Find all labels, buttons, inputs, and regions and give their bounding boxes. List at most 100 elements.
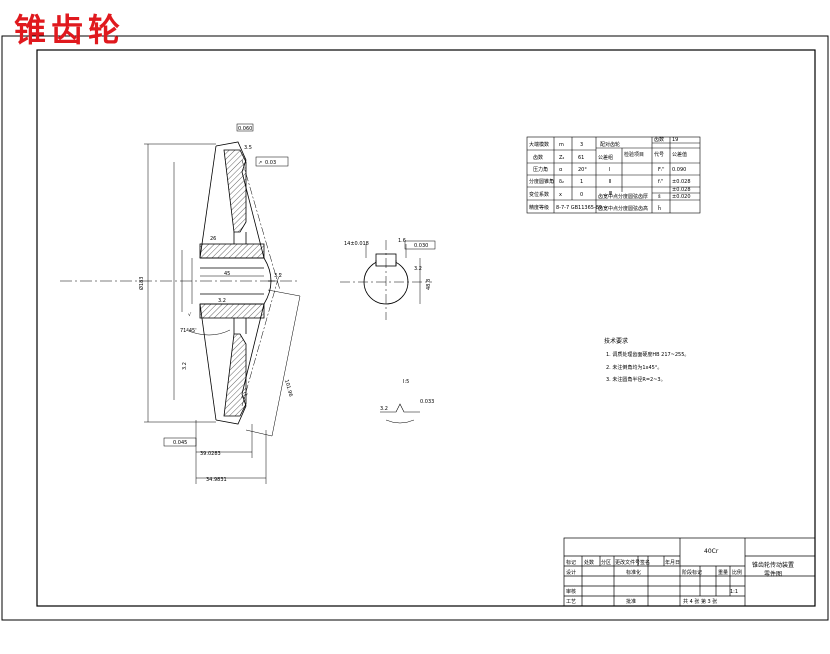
- svg-text:公差值: 公差值: [672, 151, 687, 158]
- svg-text:m: m: [559, 142, 564, 148]
- runout-right-label: 0.03: [265, 160, 276, 166]
- bottom-dim-2: 34.9831: [206, 477, 227, 483]
- svg-text:年月日: 年月日: [665, 559, 680, 566]
- outer-diameter-label: Ø183: [138, 277, 145, 290]
- dimensions-left: [144, 143, 301, 484]
- svg-text:代号: 代号: [654, 151, 664, 158]
- svg-text:标记: 标记: [566, 559, 576, 566]
- svg-text:I:5: I:5: [403, 379, 409, 385]
- svg-text:Ⅱ: Ⅱ: [609, 179, 611, 185]
- inner-frame: [36, 49, 816, 607]
- svg-text:Fᵢ'': Fᵢ'': [658, 167, 665, 173]
- side-left-label: 3.2: [218, 298, 226, 304]
- parameter-table: [526, 136, 701, 214]
- param-name-5: 变位系数: [529, 191, 549, 198]
- svg-text:配对齿轮: 配对齿轮: [600, 141, 620, 148]
- svg-text:±0.028: ±0.028: [672, 179, 691, 185]
- svg-text:x: x: [559, 192, 562, 198]
- svg-text:↗: ↗: [258, 160, 262, 166]
- bottom-dim-1: 39.0283: [200, 451, 221, 457]
- svg-text:3: 3: [580, 142, 583, 148]
- company-name: 锥齿轮传动装置: [752, 561, 794, 569]
- svg-text:处数: 处数: [584, 559, 594, 566]
- svg-text:±0.020: ±0.020: [672, 194, 691, 200]
- gear-section: [60, 141, 300, 425]
- svg-text:h̄: h̄: [658, 205, 661, 212]
- svg-text:19: 19: [672, 137, 678, 143]
- svg-text:±0.028: ±0.028: [672, 187, 691, 193]
- key-width-label: 14±0.018: [344, 241, 369, 247]
- note-3: 3. 未注圆角半径R=2~3。: [606, 376, 666, 383]
- svg-text:α: α: [559, 167, 563, 173]
- key-t-label: 1.6: [398, 238, 406, 244]
- angle-label: 71°45': [180, 328, 197, 334]
- svg-text:Ⅲ: Ⅲ: [609, 191, 612, 197]
- svg-text:设计: 设计: [566, 569, 576, 576]
- slant-label: 101.96: [283, 379, 293, 397]
- svg-text:fᵢ'': fᵢ'': [658, 179, 663, 185]
- gear-annotations: 0.060 3.5 0.03 ↗ 26 45 3.2 3.2 71°45' Ø1…: [138, 123, 293, 483]
- svg-text:s̄: s̄: [658, 194, 661, 200]
- runout-bottom-label: 0.045: [173, 440, 187, 446]
- svg-text:分区: 分区: [601, 559, 611, 566]
- drawing-type: 零件图: [764, 570, 782, 578]
- svg-text:工艺: 工艺: [566, 599, 576, 605]
- param-name-1: 大端模数: [529, 141, 549, 148]
- gear-bottom-outline: [215, 303, 265, 425]
- svg-text:3.2: 3.2: [241, 391, 250, 401]
- gear-top-outline: [215, 141, 265, 259]
- svg-text:齿宽中点分度圆弦齿高: 齿宽中点分度圆弦齿高: [598, 205, 648, 212]
- parameter-table-text: 大端模数 m 3 齿数 Z₂ 61 压力角 α 20° 分度圆锥角 δ₂ 1 变…: [529, 136, 691, 212]
- param-name-4: 分度圆锥角: [529, 178, 554, 185]
- note-2: 2. 未注倒角均为1x45°。: [606, 364, 662, 371]
- svg-text:齿宽中点分度圆弦齿厚: 齿宽中点分度圆弦齿厚: [598, 193, 648, 200]
- svg-text:Ⅰ: Ⅰ: [609, 167, 610, 173]
- svg-text:公差组: 公差组: [598, 154, 613, 161]
- sheet-count: 共 4 张 第 3 张: [683, 598, 717, 605]
- svg-text:齿数: 齿数: [654, 136, 664, 143]
- key-ra-label: 3.2: [414, 266, 422, 272]
- svg-text:8-7-7 GB11365-89: 8-7-7 GB11365-89: [556, 205, 602, 211]
- param-name-2: 齿数: [533, 154, 543, 161]
- svg-text:20°: 20°: [578, 167, 587, 173]
- svg-text:√: √: [188, 312, 192, 318]
- svg-text:1: 1: [580, 179, 583, 185]
- detail-c: 0.033: [420, 399, 434, 405]
- detail-view: I:5 3.2 0.033: [380, 379, 434, 424]
- keyway-view: [340, 240, 432, 320]
- drawing-title: 锥齿轮: [14, 11, 126, 49]
- hub-top: [199, 243, 265, 259]
- svg-text:61: 61: [578, 155, 584, 161]
- svg-text:阶段标记: 阶段标记: [682, 569, 702, 576]
- svg-text:检验项目: 检验项目: [624, 151, 644, 158]
- keyway-label: 3.2: [274, 273, 282, 279]
- runout-top-label: 0.060: [238, 126, 252, 132]
- svg-text:标准化: 标准化: [626, 569, 641, 576]
- param-name-3: 压力角: [533, 166, 548, 173]
- svg-text:3.2: 3.2: [182, 362, 188, 370]
- detail-a: 3.2: [380, 406, 388, 412]
- key-depth-label: 48.8: [426, 279, 432, 290]
- svg-text:比例: 比例: [732, 569, 742, 576]
- svg-text:0: 0: [580, 192, 583, 198]
- part-name: 40Cr: [704, 548, 719, 555]
- notes-heading: 技术要求: [604, 337, 628, 345]
- svg-text:更改文件号: 更改文件号: [615, 559, 640, 566]
- keyway-annotations: 14±0.018 1.6 0.030 3.2 48.8: [344, 238, 436, 290]
- svg-text:批准: 批准: [626, 598, 636, 605]
- param-name-6: 精度等级: [529, 204, 549, 211]
- svg-text:签名: 签名: [640, 559, 650, 566]
- hub-width-label: 26: [210, 236, 216, 242]
- outer-border: [1, 35, 829, 621]
- title-block: [563, 537, 816, 607]
- title-block-text: 40Cr 锥齿轮传动装置 零件图 标记 处数 分区 更改文件号 签名 年月日 设…: [566, 548, 794, 605]
- key-tol-label: 0.030: [414, 243, 428, 249]
- scale-value: 1:1: [730, 589, 738, 595]
- svg-text:δ₂: δ₂: [559, 179, 564, 185]
- svg-text:Z₂: Z₂: [559, 155, 564, 161]
- hub-bottom: [199, 303, 265, 319]
- svg-text:重量: 重量: [718, 569, 728, 576]
- note-1: 1. 调质处理齿面硬度HB 217~255。: [606, 351, 689, 358]
- technical-notes: 技术要求 1. 调质处理齿面硬度HB 217~255。 2. 未注倒角均为1x4…: [604, 337, 689, 383]
